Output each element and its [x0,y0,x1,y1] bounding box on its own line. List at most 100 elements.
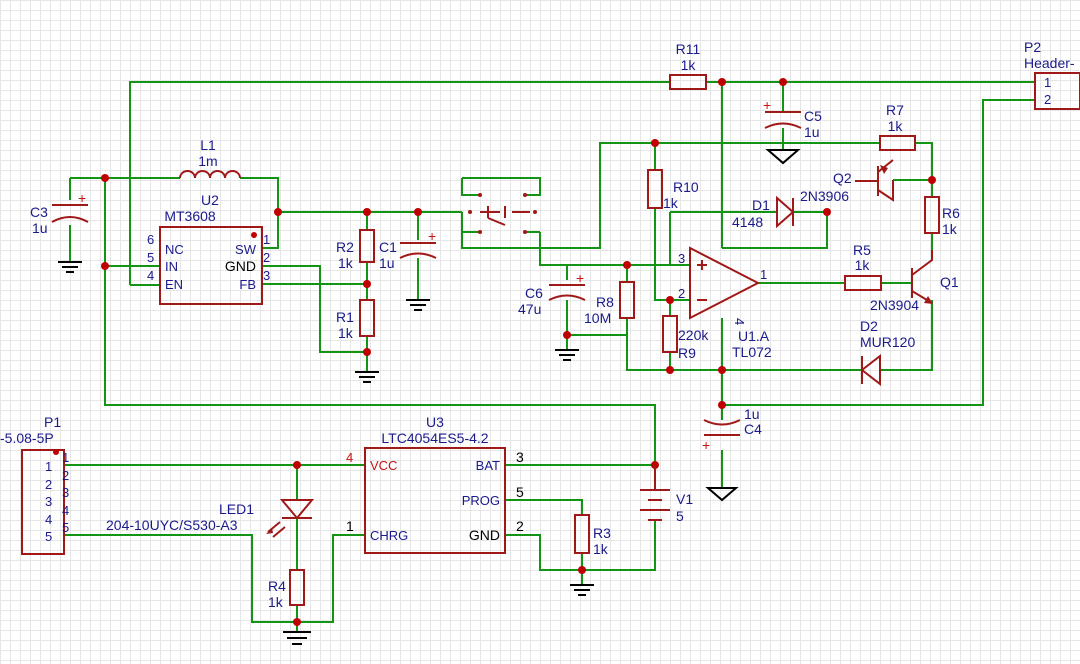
u3-num-1: 1 [346,518,354,534]
ground-symbols [58,149,801,645]
q1-ref: Q1 [940,274,959,290]
u1-body[interactable] [689,246,761,320]
d2-body[interactable] [860,353,881,387]
r6-body[interactable] [924,196,940,234]
r7-ref: R7 [886,102,904,118]
ground-icon [406,299,430,311]
c1-body[interactable] [399,242,437,259]
led1-val: 204-10UYC/S530-A3 [106,517,238,533]
r8-val: 10M [584,310,611,326]
p1-body[interactable] [21,449,65,555]
switch-body[interactable] [468,193,537,234]
r4-ref: R4 [268,578,286,594]
c6-val: 47u [518,301,541,317]
r6-ref: R6 [942,205,960,221]
l1-ref: L1 [200,137,216,153]
v1-body[interactable] [640,465,670,521]
v1-ref: V1 [676,491,693,507]
c3-val: 1u [32,220,48,236]
u2-pin-fb: FB [239,277,256,292]
u1-pin-out: 1 [760,267,767,282]
p2-body[interactable] [1034,72,1080,110]
u2-num-3: 3 [263,268,270,283]
u1-val: TL072 [732,344,772,360]
r3-body[interactable] [574,514,590,554]
p1-pin5: 5 [62,520,69,535]
l1-body[interactable] [179,170,241,179]
u1-pin-minus: 2 [678,286,685,301]
r3-val: 1k [593,541,609,557]
ground-icon [570,584,594,596]
p1-val: -5.08-5P [0,430,54,446]
r2-body[interactable] [359,229,375,263]
labels: R11 1k P2 Header- 1 2 L1 1m U2 MT3608 NC… [0,39,1075,610]
u1-ref: U1.A [738,328,770,344]
u3-pin-vcc: VCC [370,458,397,473]
led1-ref: LED1 [219,501,254,517]
c3-body[interactable] [51,204,89,223]
c4-body[interactable] [703,419,741,436]
u2-ref: U2 [201,192,219,208]
p1-pin4-left: 4 [45,512,52,527]
ground-icon [283,631,311,645]
r5-ref: R5 [853,242,871,258]
c5-body[interactable] [764,111,802,129]
u3-ref: U3 [426,414,444,430]
q2-ref: Q2 [833,170,852,186]
svg-text:+: + [702,437,710,453]
u2-num-1: 1 [263,232,270,247]
r8-body[interactable] [619,281,635,319]
d1-body[interactable] [776,195,795,229]
r5-val: 1k [855,257,871,273]
q1-body[interactable] [911,250,933,304]
r6-val: 1k [942,221,958,237]
p1-pin3: 3 [62,485,69,500]
r2-val: 1k [338,255,354,271]
q2-body[interactable] [855,159,894,202]
ground-icon [765,149,801,165]
u3-num-3: 3 [516,449,524,465]
c5-ref: C5 [804,108,822,124]
u3-pin-gnd: GND [469,527,500,543]
svg-text:+: + [78,190,86,206]
r11-val: 1k [681,57,697,73]
u2-pin-en: EN [165,277,183,292]
q1-val: 2N3904 [870,297,919,313]
r4-body[interactable] [289,569,305,606]
p2-pin2: 2 [1044,92,1051,107]
u3-pin-bat: BAT [476,458,500,473]
p1-pin2-left: 2 [45,477,52,492]
svg-text:+: + [576,270,584,286]
u2-body[interactable] [159,226,263,305]
p2-ref: P2 [1024,39,1041,55]
r1-body[interactable] [359,299,375,337]
c6-body[interactable] [548,284,586,301]
r10-ref: R10 [673,179,699,195]
p1-pin4: 4 [62,503,69,518]
u1-pin-plus: 3 [678,251,685,266]
p1-pin2: 2 [62,468,69,483]
r10-val: 1k [663,195,679,211]
u3-body[interactable] [364,447,506,554]
led1-body[interactable] [266,499,315,538]
u2-pin-in: IN [165,259,178,274]
r10-body[interactable] [647,169,663,209]
c4-val: 1u [744,406,760,422]
d1-val: 4148 [732,214,763,230]
r11-body[interactable] [669,74,707,90]
r8-ref: R8 [596,294,614,310]
ground-icon [58,261,82,273]
r7-body[interactable] [879,135,916,151]
r5-body[interactable] [844,275,882,291]
u3-num-4: 4 [346,450,353,465]
ground-icon [355,371,379,383]
u3-val: LTC4054ES5-4.2 [381,430,488,446]
u2-num-5: 5 [147,250,154,265]
l1-val: 1m [198,153,217,169]
u2-num-4: 4 [147,268,154,283]
u2-num-6: 6 [147,232,154,247]
r9-body[interactable] [662,315,678,353]
c1-ref: C1 [379,239,397,255]
u2-pin-sw: SW [235,242,257,257]
